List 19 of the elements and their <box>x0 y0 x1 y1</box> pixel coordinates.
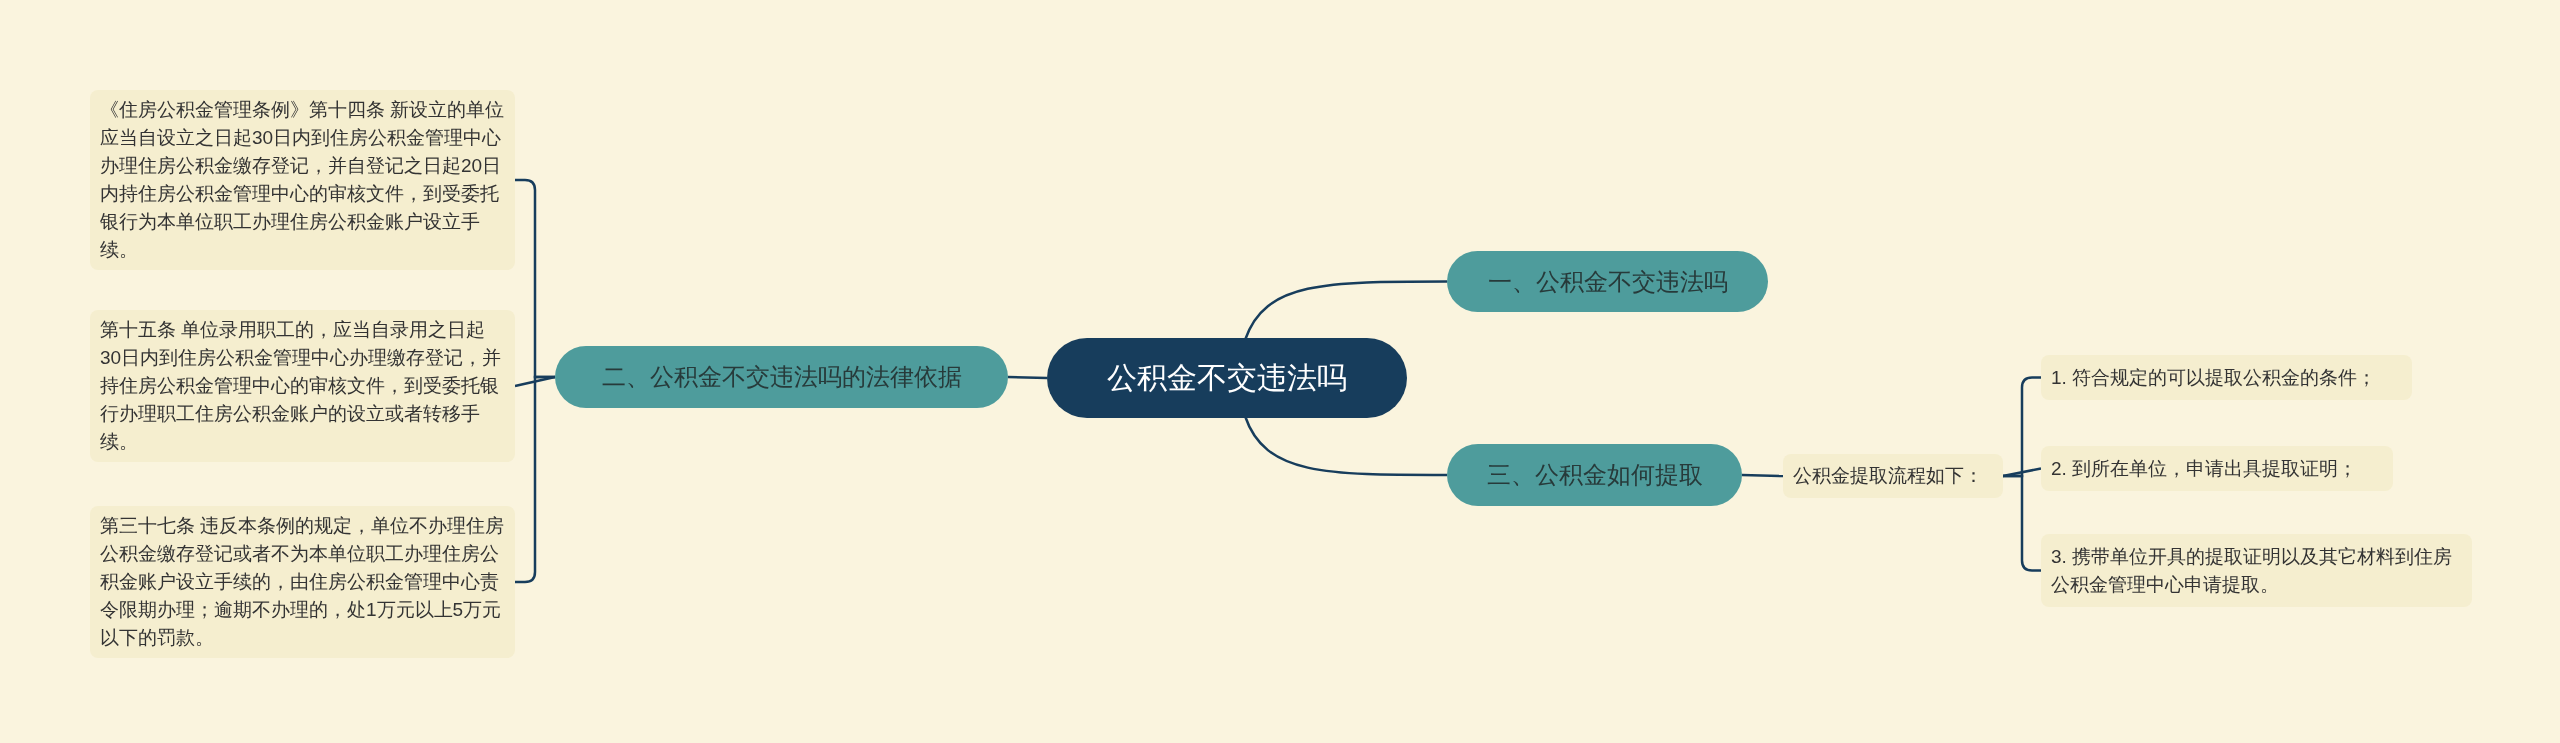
connector-line <box>1741 473 1784 478</box>
topic-box: 三、公积金如何提取 <box>1447 444 1742 506</box>
connector-line <box>514 375 556 388</box>
text-box: 《住房公积金管理条例》第十四条 新设立的单位应当自设立之日起30日内到住房公积金管理中心办理住房公积金缴存登记，并自登记之日起20日内持住房公积金管理中心的审核文件，到受委托银行为本单位职工办理住房公积金账户设立手续。 <box>90 90 515 270</box>
connector-line <box>2002 467 2042 478</box>
text-box: 第三十七条 违反本条例的规定，单位不办理住房公积金缴存登记或者不为本单位职工办理住房公积金账户设立手续的，由住房公积金管理中心责令限期办理；逾期不办理的，处1万元以上5万元以下的罚款。 <box>90 506 515 658</box>
connector-line <box>515 375 555 584</box>
text-box: 公积金提取流程如下： <box>1783 454 2003 498</box>
connector-line <box>1007 375 1048 380</box>
topic-box: 一、公积金不交违法吗 <box>1447 251 1768 312</box>
connector-line <box>1243 415 1447 477</box>
connector-line <box>2003 474 2041 572</box>
text-box: 第十五条 单位录用职工的，应当自录用之日起30日内到住房公积金管理中心办理缴存登记，并持住房公积金管理中心的审核文件，到受委托银行办理职工住房公积金账户的设立或者转移手续。 <box>90 310 515 462</box>
topic-box: 二、公积金不交违法吗的法律依据 <box>555 346 1008 408</box>
central-topic-box: 公积金不交违法吗 <box>1047 338 1407 418</box>
text-box: 2. 到所在单位，申请出具提取证明； <box>2041 446 2393 491</box>
text-box: 3. 携带单位开具的提取证明以及其它材料到住房公积金管理中心申请提取。 <box>2041 534 2472 607</box>
connector-line <box>1243 280 1447 341</box>
text-box: 1. 符合规定的可以提取公积金的条件； <box>2041 355 2412 400</box>
